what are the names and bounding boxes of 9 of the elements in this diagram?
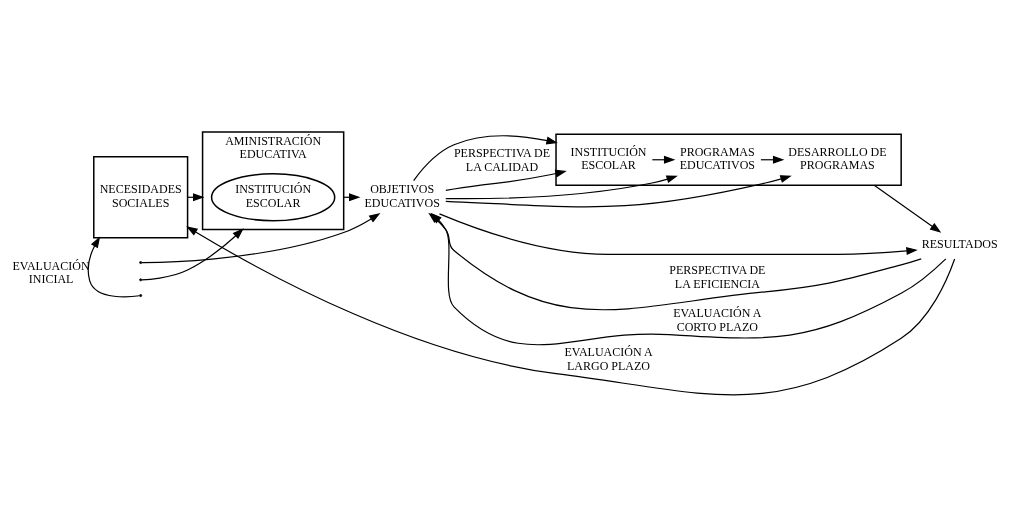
- node-text: RESULTADOS: [921, 236, 998, 251]
- node-text: PROGRAMAS EDUCATIVOS: [679, 144, 756, 172]
- edge-label: EVALUACIÓN A LARGO PLAZO: [564, 344, 653, 373]
- node-text: DESARROLLO DE PROGRAMAS: [788, 144, 887, 172]
- edge-label: EVALUACIÓN A CORTO PLAZO: [673, 305, 762, 334]
- edge-label: PERSPECTIVA DE LA CALIDAD: [453, 145, 551, 174]
- edge-label: PERSPECTIVA DE LA EFICIENCIA: [669, 262, 766, 291]
- node-text: OBJETIVOS EDUCATIVOS: [364, 181, 440, 210]
- node-text: INSTITUCIÓN ESCOLAR: [570, 144, 647, 172]
